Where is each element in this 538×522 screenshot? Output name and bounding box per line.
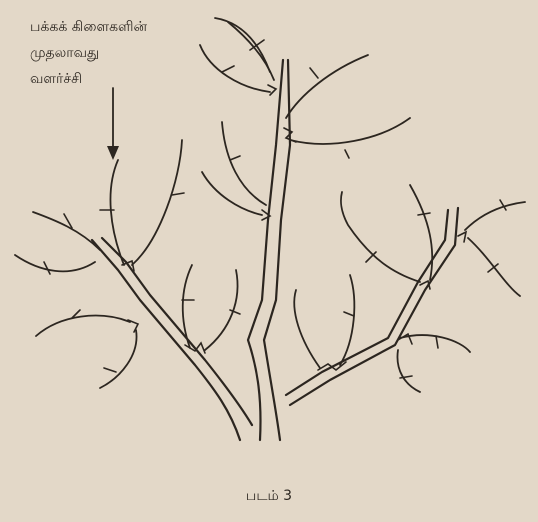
right-branch [286, 208, 458, 405]
left-branch [92, 238, 252, 440]
annotation-line-1: பக்கக் கிளைகளின் [30, 14, 147, 40]
figure-caption: படம் 3 [0, 488, 538, 506]
lateral-branch-annotation: பக்கக் கிளைகளின் முதலாவது வளர்ச்சி [30, 14, 147, 92]
annotation-line-2: முதலாவது [30, 40, 147, 66]
node-marks [122, 85, 466, 370]
annotation-line-3: வளர்ச்சி [30, 66, 147, 92]
main-trunk [248, 60, 290, 440]
